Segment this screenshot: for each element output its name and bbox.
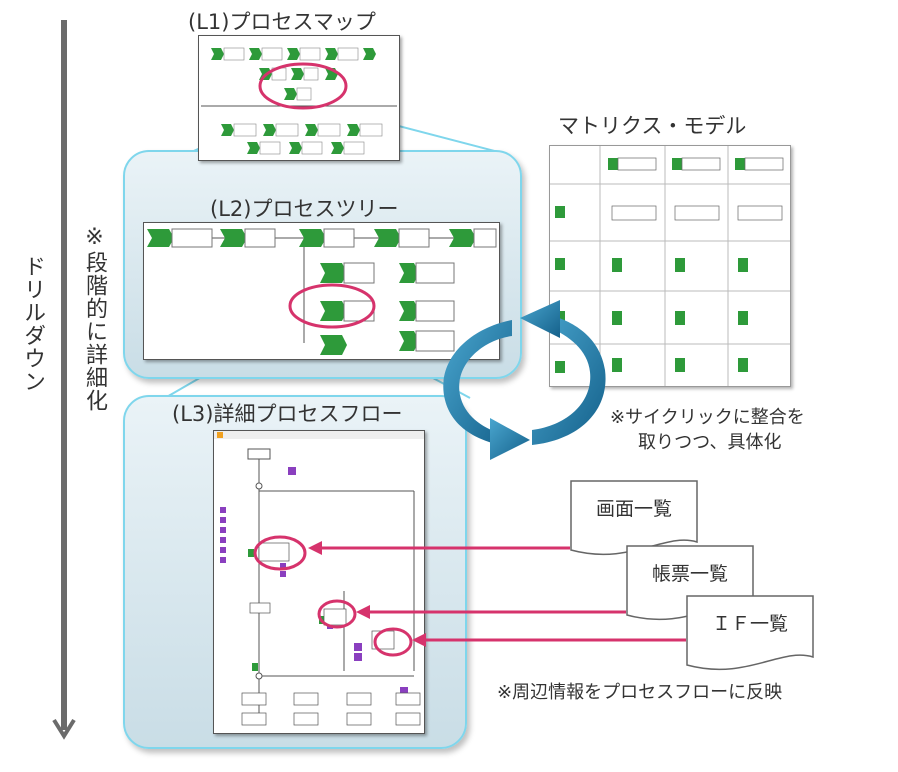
- l1-title: (L1)プロセスマップ: [188, 10, 376, 34]
- cycle-arrows: [443, 300, 606, 460]
- l1-process-map: [198, 35, 400, 161]
- drilldown-arrow: [52, 20, 76, 740]
- reflect-note: ※周辺情報をプロセスフローに反映: [497, 682, 783, 703]
- matrix-model: [549, 145, 791, 387]
- doc-if: ＩＦ一覧: [686, 595, 814, 655]
- doc-if-label: ＩＦ一覧: [711, 613, 788, 635]
- l3-title: (L3)詳細プロセスフロー: [172, 402, 403, 426]
- cyclic-note-line2: 取りつつ、具体化: [638, 432, 782, 453]
- cyclic-note-line1: ※サイクリックに整合を: [610, 407, 805, 428]
- doc-screens-label: 画面一覧: [595, 498, 672, 520]
- l2-process-tree: [143, 222, 500, 360]
- matrix-title: マトリクス・モデル: [558, 114, 747, 138]
- l3-process-flow: [213, 430, 425, 734]
- stepwise-note: ※段階的に詳細化: [82, 225, 107, 412]
- matrix-grid: [550, 146, 790, 386]
- doc-forms: 帳票一覧: [626, 545, 754, 605]
- process-flow-diagram: [214, 431, 424, 726]
- doc-if-shape: [686, 595, 814, 671]
- process-tree-diagram: [147, 228, 497, 355]
- l2-title: (L2)プロセスツリー: [210, 197, 399, 221]
- doc-forms-label: 帳票一覧: [651, 563, 728, 585]
- doc-screens: 画面一覧: [570, 480, 698, 540]
- drilldown-label: ドリルダウン: [20, 255, 45, 393]
